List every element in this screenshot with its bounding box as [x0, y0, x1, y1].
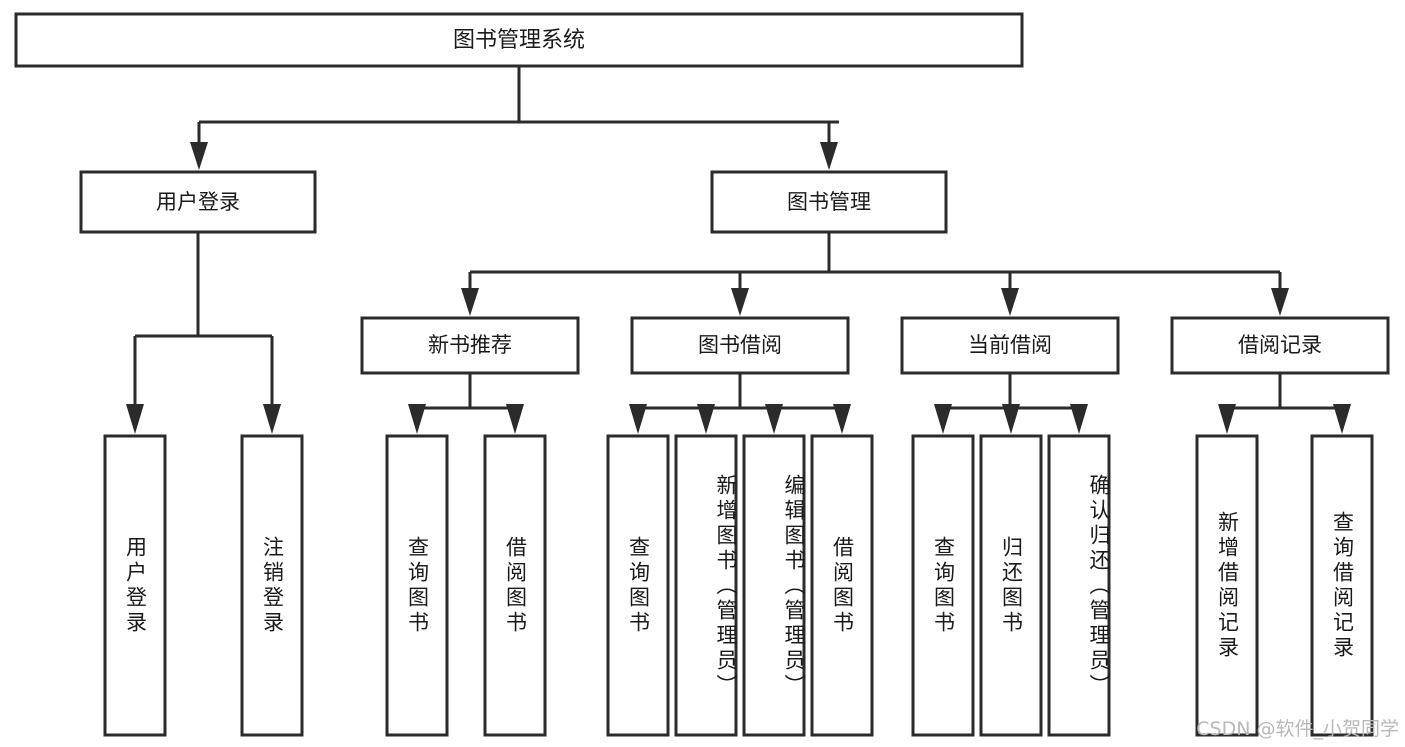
node-current-borrow-box[interactable]: [900, 316, 1120, 375]
node-book-manage-box[interactable]: [710, 170, 948, 234]
leaf-box-return-book[interactable]: [979, 434, 1043, 737]
arrow-head-leaf-user-login: [126, 404, 144, 434]
node-borrow-record-label: 借阅记录: [1238, 333, 1322, 357]
node-user-login-box[interactable]: [79, 170, 317, 234]
node-user-login[interactable]: 用户登录: [79, 170, 317, 234]
leaf-box-query-record[interactable]: [1310, 434, 1374, 737]
arrow-head-leaf-query-book-1: [408, 404, 426, 434]
csdn-watermark: CSDN @软件_小贺同学: [1196, 718, 1399, 740]
leaf-box-borrow-book-2[interactable]: [810, 434, 874, 737]
connectors: [126, 66, 1351, 434]
arrow-head-user-login: [190, 142, 208, 170]
node-borrow-record-box[interactable]: [1170, 316, 1390, 375]
leaf-box-user-login[interactable]: [103, 434, 167, 737]
leaf-box-borrow-book-1[interactable]: [483, 434, 547, 737]
arrow-head-leaf-add-record: [1218, 404, 1236, 434]
leaf-boxes: [103, 434, 1374, 737]
arrow-head-leaf-logout: [263, 404, 281, 434]
leaf-box-edit-book[interactable]: [742, 434, 806, 737]
arrow-head-leaf-confirm-return: [1070, 404, 1088, 434]
node-current-borrow[interactable]: 当前借阅: [900, 316, 1120, 375]
arrow-head-leaf-query-book-3: [934, 404, 952, 434]
arrow-head-leaf-edit-book: [765, 404, 783, 434]
arrow-head-book-borrow: [731, 288, 749, 316]
leaf-box-add-record[interactable]: [1195, 434, 1259, 737]
arrow-head-leaf-add-book: [697, 404, 715, 434]
arrow-head-new-book-rec: [461, 288, 479, 316]
node-root[interactable]: 图书管理系统: [14, 12, 1024, 68]
node-borrow-record[interactable]: 借阅记录: [1170, 316, 1390, 375]
leaf-box-query-book-2[interactable]: [606, 434, 670, 737]
leaf-box-query-book-3[interactable]: [911, 434, 975, 737]
arrow-head-leaf-query-record: [1333, 404, 1351, 434]
node-new-book-rec-label: 新书推荐: [428, 333, 512, 357]
node-user-login-label: 用户登录: [156, 190, 240, 214]
node-book-manage-label: 图书管理: [787, 190, 871, 214]
arrow-head-leaf-query-book-2: [629, 404, 647, 434]
arrow-head-book-manage: [820, 142, 838, 170]
node-root-box[interactable]: [14, 12, 1024, 68]
leaf-box-query-book-1[interactable]: [385, 434, 449, 737]
node-book-borrow[interactable]: 图书借阅: [630, 316, 850, 375]
arrow-head-leaf-borrow-book-1: [506, 404, 524, 434]
leaf-box-confirm-return[interactable]: [1047, 434, 1111, 737]
node-book-borrow-label: 图书借阅: [698, 333, 782, 357]
leaf-box-logout[interactable]: [240, 434, 304, 737]
arrow-head-borrow-record: [1271, 288, 1289, 316]
node-root-label: 图书管理系统: [453, 28, 585, 53]
arrow-head-leaf-return-book: [1002, 404, 1020, 434]
node-new-book-rec[interactable]: 新书推荐: [360, 316, 580, 375]
arrow-head-current-borrow: [1001, 288, 1019, 316]
arrow-head-leaf-borrow-book-2: [833, 404, 851, 434]
node-book-borrow-box[interactable]: [630, 316, 850, 375]
node-current-borrow-label: 当前借阅: [968, 333, 1052, 357]
node-new-book-rec-box[interactable]: [360, 316, 580, 375]
leaf-box-add-book[interactable]: [674, 434, 738, 737]
node-book-manage[interactable]: 图书管理: [710, 170, 948, 234]
